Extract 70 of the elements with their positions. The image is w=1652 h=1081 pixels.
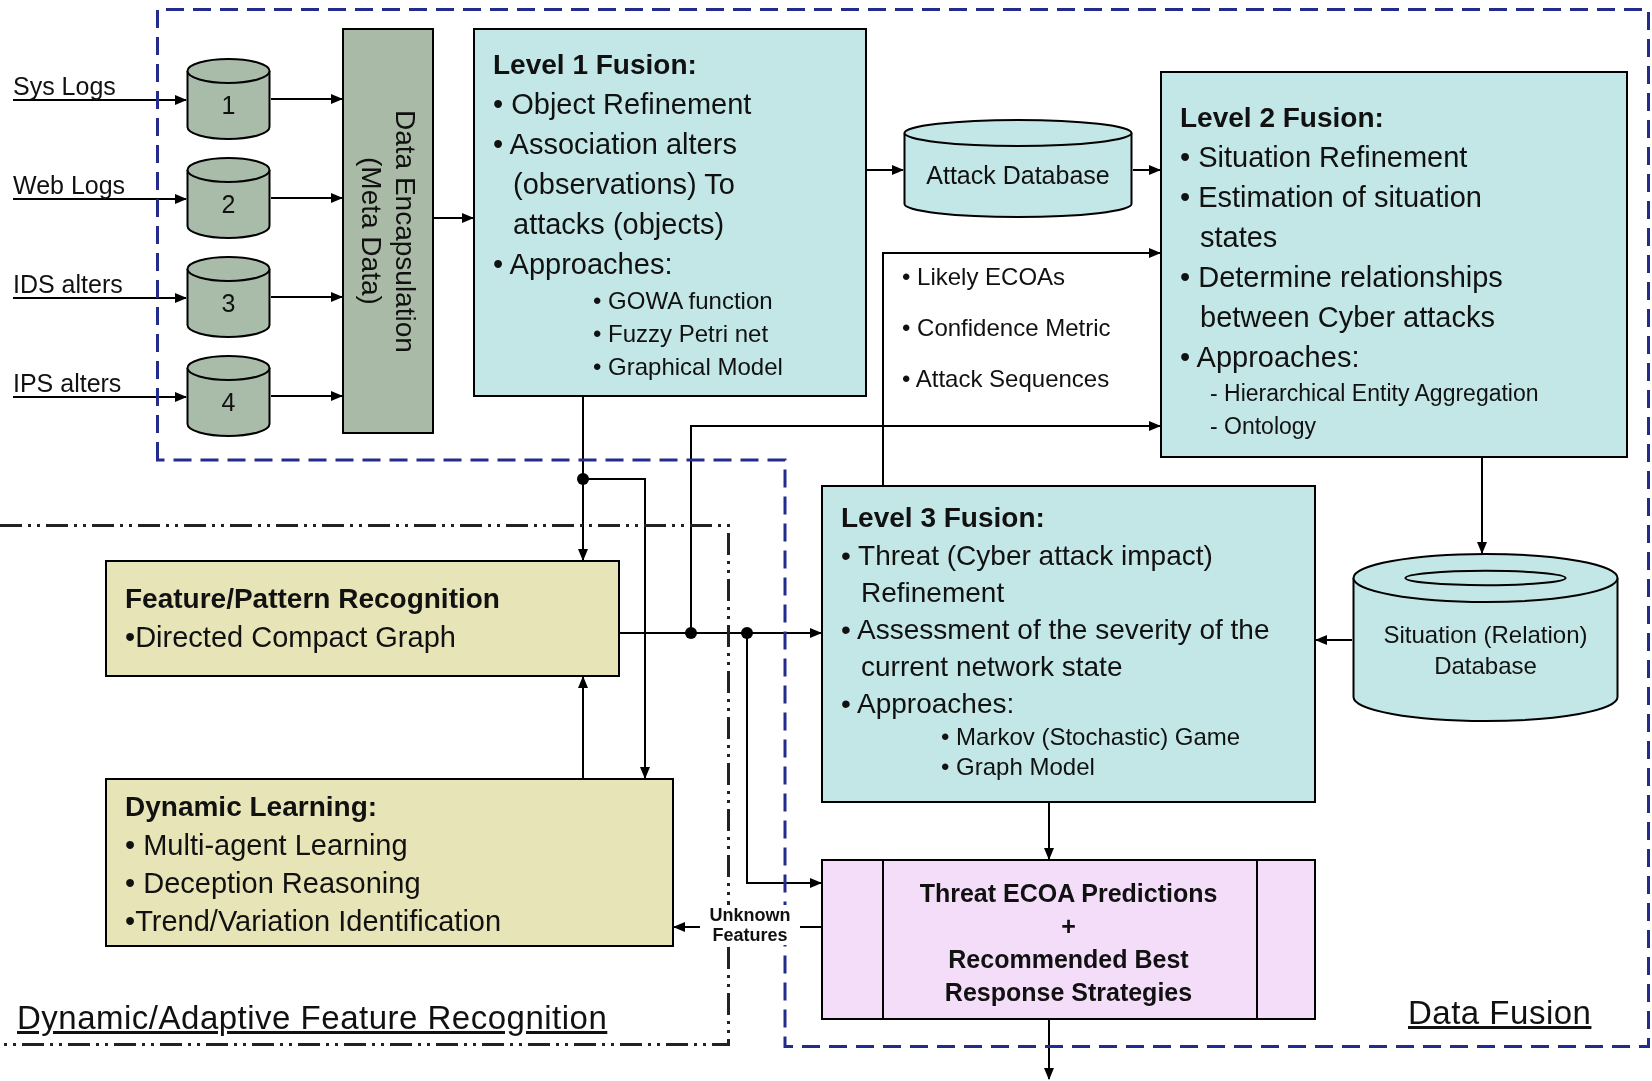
arrow: [270, 94, 343, 104]
cylinder-label: 2: [221, 189, 236, 220]
vertical-process-box: [342, 28, 434, 434]
box-heading: Feature/Pattern Recognition: [125, 582, 501, 616]
bullet-note: • Confidence Metric: [902, 314, 1111, 342]
input-label: Sys Logs: [13, 72, 116, 100]
arrow: [1477, 457, 1487, 554]
bullet-item: • Assessment of the severity of the current network state: [841, 613, 1271, 684]
sub-bullet-item: • GOWA function: [592, 286, 774, 316]
cylinder-label: 1: [221, 90, 236, 121]
arrow: [433, 213, 474, 223]
process-box: [105, 778, 674, 947]
bullet-item: •Directed Compact Graph: [125, 620, 457, 655]
arrow: [12, 293, 187, 303]
sub-bullet-item: - Hierarchical Entity Aggregation: [1209, 379, 1540, 408]
process-box: [821, 485, 1316, 803]
bullet-note: • Likely ECOAs: [902, 263, 1066, 291]
sub-bullet-item: • Markov (Stochastic) Game: [940, 722, 1242, 752]
cylinder-label: 3: [221, 288, 236, 319]
region-title: Dynamic/Adaptive Feature Recognition: [17, 998, 608, 1038]
cylinder-label: Situation (Relation) Database: [1382, 619, 1589, 681]
arrow: [1044, 802, 1054, 860]
input-label: Web Logs: [13, 171, 126, 199]
arrow: [866, 165, 904, 175]
process-box: [105, 560, 620, 677]
box-text: Threat ECOA Predictions: [918, 878, 1219, 909]
bullet-item: •Trend/Variation Identification: [125, 904, 503, 939]
input-label: IDS alters: [13, 270, 123, 298]
bullet-item: • Approaches:: [493, 247, 674, 282]
box-heading: Level 1 Fusion:: [493, 48, 698, 82]
arrow: [1132, 165, 1161, 175]
box-text: Recommended Best Response Strategies: [943, 944, 1194, 1008]
arrow: [578, 676, 588, 779]
arrow: [1315, 635, 1353, 645]
input-label: IPS alters: [13, 369, 122, 397]
sub-bullet-item: - Ontology: [1209, 412, 1318, 441]
predefined-process-box: [821, 859, 1316, 1020]
box-text: +: [1060, 911, 1077, 942]
box-heading: Dynamic Learning:: [125, 790, 379, 824]
region-title: Data Fusion: [1408, 993, 1592, 1033]
bullet-item: • Situation Refinement: [1180, 140, 1469, 175]
bullet-item: • Approaches:: [841, 687, 1016, 721]
cylinder-label: 4: [221, 387, 236, 418]
process-box: [1160, 71, 1628, 458]
sub-bullet-item: • Graph Model: [940, 752, 1096, 782]
bullet-item: • Threat (Cyber attack impact) Refinement: [841, 539, 1214, 610]
arrow: [270, 193, 343, 203]
bullet-item: • Approaches:: [1180, 340, 1361, 375]
arrow: [882, 248, 1161, 486]
arrow: [270, 292, 343, 302]
bullet-item: • Determine relationships between Cyber attacks: [1180, 260, 1504, 335]
bullet-note: • Attack Sequences: [902, 365, 1110, 393]
arrow: [12, 95, 187, 105]
vertical-label: Data Encapsulation (Meta Data): [355, 108, 422, 355]
arrow: [12, 194, 187, 204]
process-box: [473, 28, 867, 397]
edge-label: Unknown Features: [700, 905, 800, 945]
bullet-item: • Deception Reasoning: [125, 866, 422, 901]
sub-bullet-item: • Graphical Model: [592, 352, 784, 382]
arrow: [1044, 1019, 1054, 1080]
box-heading: Level 2 Fusion:: [1180, 101, 1385, 135]
bullet-item: • Multi-agent Learning: [125, 828, 409, 863]
arrow: [12, 392, 187, 402]
cylinder-label: Attack Database: [926, 160, 1110, 191]
bullet-item: • Object Refinement: [493, 87, 753, 122]
bullet-item: • Estimation of situation states: [1180, 180, 1483, 255]
box-heading: Level 3 Fusion:: [841, 501, 1046, 535]
sub-bullet-item: • Fuzzy Petri net: [592, 319, 770, 349]
arrow: [270, 391, 343, 401]
bullet-item: • Association alters (observations) To attacks (objects): [493, 127, 738, 242]
